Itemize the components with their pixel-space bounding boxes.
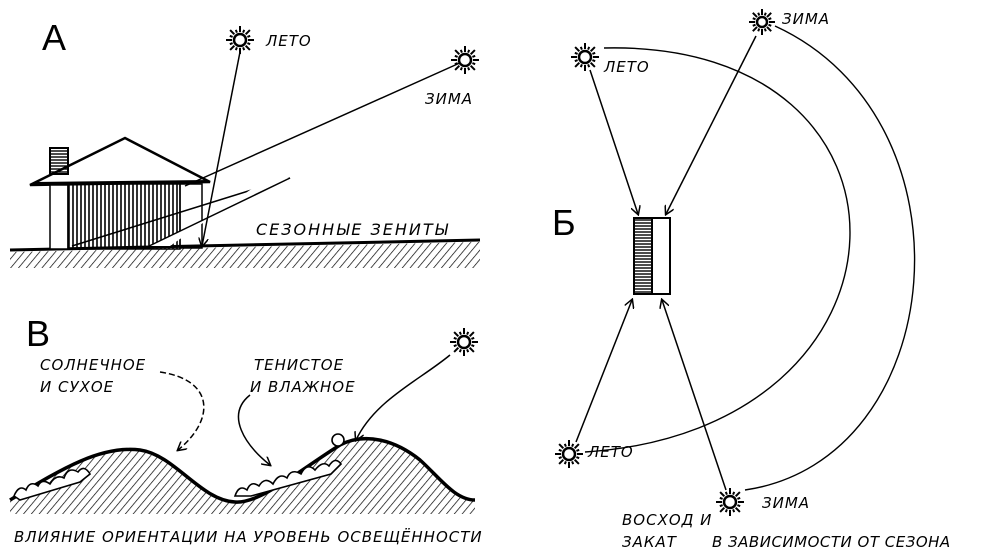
sun-summer-top-icon <box>571 43 599 71</box>
sun-summer-top-label: ЛЕТО <box>604 58 650 76</box>
sun-summer-bottom-label: ЛЕТО <box>588 443 634 461</box>
shady-label-line1: ТЕНИСТОЕ <box>254 356 345 374</box>
bushes-right-icon <box>233 433 345 497</box>
ray-summer-top <box>589 69 638 214</box>
shady-label-line2: И ВЛАЖНОЕ <box>250 378 356 396</box>
sunny-label-line2: И СУХОЕ <box>40 378 115 396</box>
ground-caption: СЕЗОННЫЕ ЗЕНИТЫ <box>256 220 450 239</box>
panel-a-letter: А <box>42 17 67 58</box>
caption-b-line1: ВОСХОД И <box>622 511 713 529</box>
sunny-label-line1: СОЛНЕЧНОЕ <box>40 356 147 374</box>
panel-b-orientation-diagram <box>555 9 916 516</box>
panel-v-terrain-diagram <box>9 328 478 514</box>
sun-winter-top-label: ЗИМА <box>782 10 831 28</box>
caption-b-line2: ЗАКАТ <box>622 533 677 551</box>
sun-summer-label: ЛЕТО <box>266 32 312 50</box>
summer-sun-path-arc <box>584 47 851 453</box>
panel-v-letter: В <box>26 313 51 354</box>
ray-winter-bottom <box>662 300 727 491</box>
sun-summer-icon <box>226 26 254 54</box>
sun-winter-top-icon <box>749 9 775 35</box>
pointer-sunny-arrow <box>159 371 205 450</box>
sun-winter-bottom-label: ЗИМА <box>762 494 811 512</box>
sun-winter-icon <box>451 46 479 74</box>
sun-winter-bottom-icon <box>716 488 744 516</box>
panel-v-caption: ВЛИЯНИЕ ОРИЕНТАЦИИ НА УРОВЕНЬ ОСВЕЩЁННОС… <box>14 528 483 546</box>
ray-winter-top <box>666 35 757 214</box>
caption-b-tail: В ЗАВИСИМОСТИ ОТ СЕЗОНА <box>712 533 951 551</box>
panel-b-letter: Б <box>552 202 576 243</box>
panel-a-house-diagram <box>9 26 481 268</box>
sun-summer-bottom-icon <box>555 440 583 468</box>
sun-icon <box>450 328 478 356</box>
house-icon <box>29 136 211 250</box>
sun-ray-arrow <box>356 354 451 440</box>
winter-sun-ray <box>71 61 463 249</box>
ray-summer-bottom <box>575 300 632 443</box>
bushes-left-icon <box>13 467 92 501</box>
building-plan-icon <box>633 217 671 295</box>
winter-sun-path-arc <box>744 25 916 491</box>
pointer-shady-arrow <box>237 394 270 465</box>
sun-winter-label: ЗИМА <box>425 90 474 108</box>
summer-sun-ray <box>202 51 241 246</box>
